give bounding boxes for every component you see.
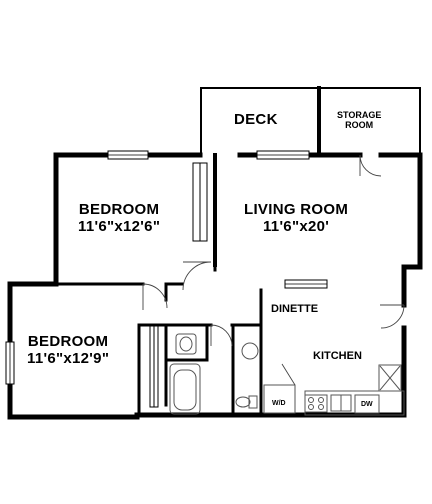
- toilet-tank: [248, 395, 258, 409]
- kitchen-label: KITCHEN: [313, 350, 362, 362]
- door-swing: [182, 261, 212, 291]
- deck-label: DECK: [234, 111, 278, 128]
- storage-label-line1: STORAGE: [337, 110, 382, 120]
- bedroom-2-label: BEDROOM 11'6"x12'9": [27, 333, 109, 368]
- interior-wall: [137, 323, 168, 407]
- storage-label-line2: ROOM: [345, 120, 374, 131]
- living-room-label: LIVING ROOM 11'6"x20': [244, 201, 348, 236]
- bedroom-1-label: BEDROOM 11'6"x12'6": [78, 201, 160, 236]
- door-swing: [380, 304, 405, 329]
- washer-dryer-closet: [263, 384, 296, 414]
- living-room-name: LIVING ROOM: [244, 201, 349, 218]
- dinette-label: DINETTE: [271, 303, 319, 315]
- range: [304, 394, 328, 413]
- exterior-wall: [7, 152, 59, 345]
- door-swing: [359, 154, 382, 177]
- sink: [179, 336, 193, 352]
- storage-room-label: STORAGE ROOM: [337, 110, 381, 131]
- shower-head: [241, 342, 259, 360]
- living-room-size: 11'6"x20': [262, 218, 330, 236]
- dishwasher-label: DW: [361, 401, 373, 408]
- bedroom-1-name: BEDROOM: [78, 201, 160, 218]
- door-swing: [210, 324, 233, 347]
- interior-wall: [164, 323, 209, 362]
- bathtub: [169, 363, 201, 415]
- toilet: [235, 396, 251, 408]
- door-swing: [265, 363, 296, 386]
- refrigerator: [378, 364, 402, 392]
- bathtub-basin: [173, 369, 197, 411]
- bedroom-1-size: 11'6"x12'6": [78, 218, 161, 236]
- bedroom-2-name: BEDROOM: [27, 333, 109, 350]
- dishwasher: [354, 394, 380, 414]
- vanity: [175, 333, 197, 355]
- door-swing: [142, 283, 168, 310]
- bedroom-2-size: 11'6"x12'9": [27, 350, 110, 368]
- washer-dryer-label: W/D: [272, 400, 286, 407]
- deck-wall: [200, 87, 421, 156]
